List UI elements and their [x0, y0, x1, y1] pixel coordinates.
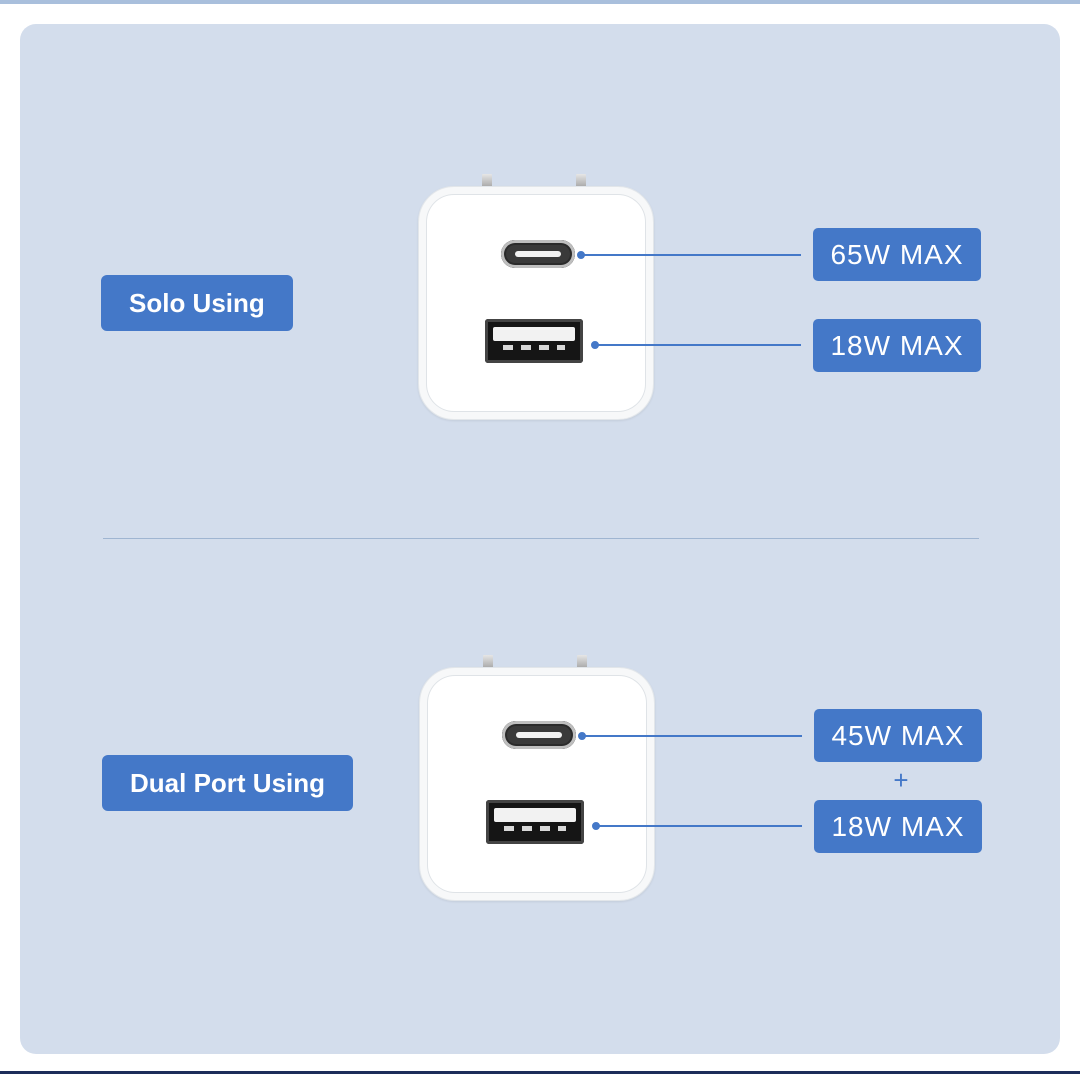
charger-prong-left [483, 655, 493, 671]
section-divider [103, 538, 979, 539]
bottom-border-strip [0, 1071, 1080, 1074]
solo-usb-c-power-badge: 65W MAX [813, 228, 981, 281]
solo-using-label: Solo Using [101, 275, 293, 331]
usb-c-port-icon [502, 721, 576, 749]
usb-a-port-icon [485, 319, 583, 363]
charger-prong-left [482, 174, 492, 190]
charger-body [418, 186, 654, 420]
dual-usb-a-power-badge: 18W MAX [814, 800, 982, 853]
usb-c-leader-line [585, 735, 802, 737]
plus-sign: + [893, 765, 909, 795]
usb-a-port-icon [486, 800, 584, 844]
usb-a-leader-line [598, 344, 801, 346]
usb-a-leader-line [599, 825, 802, 827]
usb-c-port-icon [501, 240, 575, 268]
solo-charger-illustration [418, 174, 654, 422]
dual-charger-illustration [419, 655, 655, 903]
dual-port-using-label: Dual Port Using [102, 755, 354, 811]
charger-prong-right [577, 655, 587, 671]
solo-usb-a-power-badge: 18W MAX [813, 319, 981, 372]
usb-c-leader-line [584, 254, 801, 256]
charger-body [419, 667, 655, 901]
charger-prong-right [576, 174, 586, 190]
top-border-strip [0, 0, 1080, 4]
dual-usb-c-power-badge: 45W MAX [814, 709, 982, 762]
